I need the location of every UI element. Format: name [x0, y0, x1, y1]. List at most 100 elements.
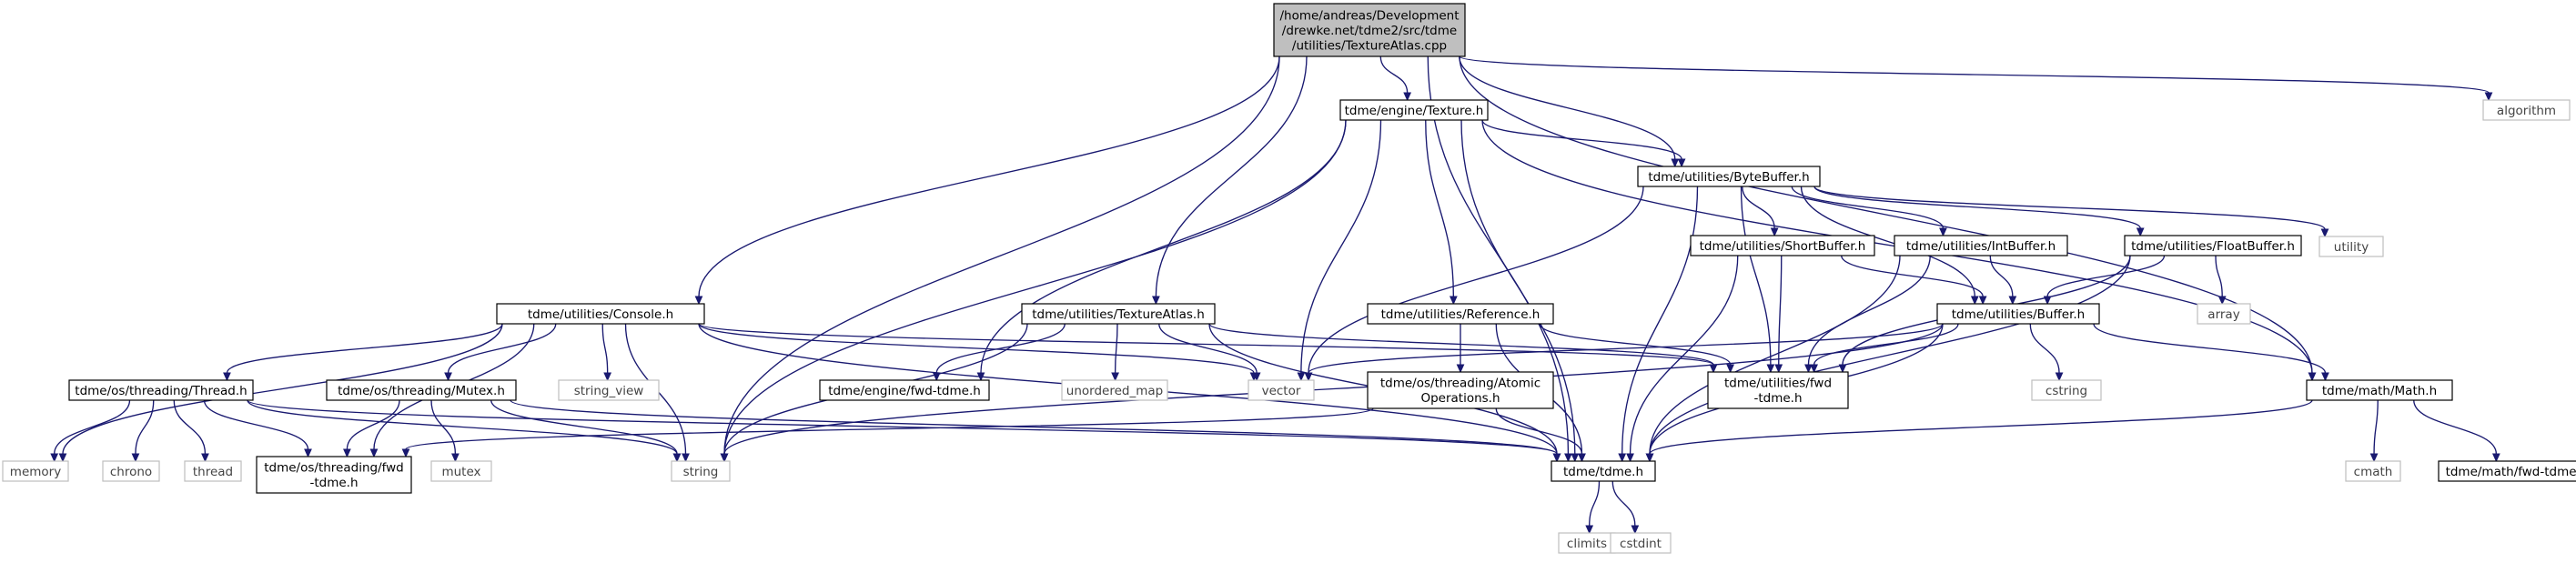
- node-label: /drewke.net/tdme2/src/tdme: [1282, 24, 1457, 38]
- arrowhead-icon: [1970, 296, 1979, 306]
- node-root[interactable]: /home/andreas/Development/drewke.net/tdm…: [1273, 3, 1466, 57]
- edge-texture-to-bytebuffer: [1481, 119, 1686, 168]
- node-box: [496, 303, 705, 325]
- node-box: [2482, 99, 2571, 121]
- arrowhead-icon: [1456, 364, 1465, 374]
- node-intbuffer[interactable]: tdme/utilities/IntBuffer.h: [1894, 235, 2068, 256]
- edge-line: [54, 399, 131, 455]
- edge-textureatlas-to-vector: [1158, 323, 1261, 382]
- node-label: string_view: [574, 384, 644, 398]
- node-box: [2306, 379, 2453, 401]
- arrowhead-icon: [1774, 364, 1783, 374]
- node-math[interactable]: tdme/math/Math.h: [2306, 379, 2453, 401]
- edge-line: [1611, 480, 1636, 527]
- node-enginefwd[interactable]: tdme/engine/fwd-tdme.h: [819, 379, 990, 401]
- node-utilfwd[interactable]: tdme/utilities/fwd-tdme.h: [1707, 371, 1849, 409]
- arrowhead-icon: [1252, 372, 1261, 382]
- edge-math-to-mathfwd: [2413, 399, 2500, 463]
- edge-texture-to-reference: [1425, 119, 1458, 306]
- node-label: tdme/engine/Texture.h: [1345, 104, 1484, 118]
- edge-console-to-string_view: [601, 323, 612, 382]
- node-label: tdme/os/threading/Atomic: [1380, 377, 1541, 391]
- edge-root-to-algorithm: [1459, 55, 2493, 102]
- edge-line: [1379, 55, 1409, 94]
- node-box: [1367, 303, 1554, 325]
- node-label: utility: [2334, 240, 2369, 255]
- arrowhead-icon: [223, 372, 231, 382]
- node-label: vector: [1262, 384, 1301, 398]
- node-tdme[interactable]: tdme/tdme.h: [1551, 460, 1656, 482]
- edge-atomic-to-tdme: [1495, 407, 1586, 463]
- node-threadsys: thread: [184, 460, 242, 482]
- edge-line: [490, 399, 678, 455]
- edge-line: [430, 399, 457, 455]
- arrowhead-icon: [451, 453, 460, 463]
- node-label: /home/andreas/Development: [1279, 8, 1459, 23]
- node-console[interactable]: tdme/utilities/Console.h: [496, 303, 705, 325]
- node-box: [1936, 303, 2100, 325]
- node-textureatlas[interactable]: tdme/utilities/TextureAtlas.h: [1021, 303, 1216, 325]
- edge-line: [698, 323, 1255, 374]
- edge-line: [723, 323, 1944, 455]
- node-box: [2438, 460, 2576, 482]
- edge-thread-to-threadsys: [173, 399, 209, 463]
- edge-line: [1459, 55, 2313, 374]
- node-buffer[interactable]: tdme/utilities/Buffer.h: [1936, 303, 2100, 325]
- edge-line: [1791, 186, 1945, 229]
- node-box: [1894, 235, 2068, 256]
- edge-thread-to-chrono: [131, 399, 155, 463]
- edge-line: [698, 323, 1714, 366]
- edge-math-to-tdme: [1645, 399, 2313, 463]
- node-label: tdme/utilities/IntBuffer.h: [1906, 239, 2056, 254]
- node-box: [326, 379, 517, 401]
- arrowhead-icon: [1552, 453, 1561, 463]
- node-floatbuffer[interactable]: tdme/utilities/FloatBuffer.h: [2124, 235, 2302, 256]
- arrowhead-icon: [672, 453, 682, 463]
- edge-line: [1813, 186, 2326, 230]
- node-label: tdme/engine/fwd-tdme.h: [828, 384, 981, 398]
- edge-line: [1649, 399, 2313, 455]
- node-shortbuffer[interactable]: tdme/utilities/ShortBuffer.h: [1690, 235, 1875, 256]
- arrowhead-icon: [58, 453, 67, 463]
- node-label: tdme/os/threading/Thread.h: [75, 384, 247, 398]
- node-label: tdme/os/threading/fwd: [264, 461, 404, 476]
- node-box: [1061, 379, 1168, 401]
- node-texture[interactable]: tdme/engine/Texture.h: [1339, 99, 1489, 121]
- arrowhead-icon: [720, 453, 729, 463]
- edge-line: [447, 323, 557, 374]
- node-threadingfwd[interactable]: tdme/os/threading/fwd-tdme.h: [256, 456, 412, 494]
- edge-mutex-to-threadingfwd: [343, 399, 400, 458]
- edge-line: [1629, 255, 1739, 455]
- edge-root-to-texture: [1379, 55, 1412, 102]
- arrowhead-icon: [131, 453, 140, 463]
- node-mutex[interactable]: tdme/os/threading/Mutex.h: [326, 379, 517, 401]
- edge-layer: [50, 55, 2500, 535]
- edge-floatbuffer-to-array: [2215, 255, 2227, 306]
- node-label: cstdint: [1620, 537, 1662, 551]
- node-box: [2318, 236, 2384, 257]
- arrowhead-icon: [1709, 364, 1718, 374]
- node-mutexsys: mutex: [430, 460, 492, 482]
- node-bytebuffer[interactable]: tdme/utilities/ByteBuffer.h: [1637, 166, 1821, 187]
- edge-line: [226, 323, 503, 374]
- edge-bytebuffer-to-vector: [1304, 186, 1644, 382]
- node-thread[interactable]: tdme/os/threading/Thread.h: [68, 379, 254, 401]
- node-utility: utility: [2318, 236, 2384, 257]
- arrowhead-icon: [1585, 525, 1594, 535]
- arrowhead-icon: [304, 448, 312, 458]
- node-reference[interactable]: tdme/utilities/Reference.h: [1367, 303, 1554, 325]
- arrowhead-icon: [1726, 364, 1735, 374]
- edge-line: [173, 399, 207, 455]
- edge-line: [723, 119, 1347, 455]
- edge-root-to-bytebuffer: [1459, 55, 1680, 168]
- arrowhead-icon: [1297, 372, 1306, 382]
- arrowhead-icon: [1152, 296, 1160, 306]
- node-memory: memory: [2, 460, 69, 482]
- edge-line: [1778, 255, 1783, 366]
- edge-line: [1989, 255, 2014, 297]
- edge-tdme-to-climits: [1585, 480, 1601, 535]
- node-mathfwd[interactable]: tdme/math/fwd-tdme.h: [2438, 460, 2576, 482]
- edge-line: [1459, 55, 2490, 94]
